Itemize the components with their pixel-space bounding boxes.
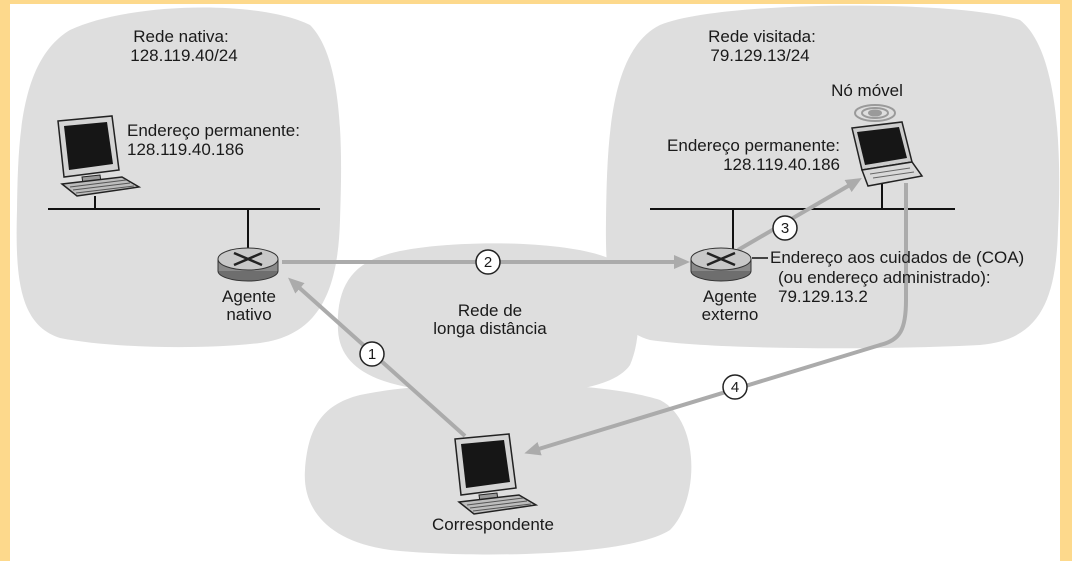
step-circle — [722, 374, 748, 400]
step-marker-1: 1 — [359, 341, 385, 367]
wide-area-network-cloud — [337, 243, 639, 395]
home-network-name: Rede nativa: — [133, 27, 228, 46]
router-icon — [217, 247, 279, 282]
laptop-icon — [851, 121, 924, 187]
foreign-agent-label-line1: Agente — [703, 287, 757, 306]
home-host-address: 128.119.40.186 — [127, 140, 244, 159]
step-circle — [475, 249, 501, 275]
router-cross-arrows — [233, 251, 263, 267]
mobile-node-address: 128.119.40.186 — [723, 155, 840, 174]
step-marker-2: 2 — [475, 249, 501, 275]
foreign-agent-label-line2: externo — [702, 305, 759, 324]
visited-network-prefix: 79.129.13/24 — [710, 46, 809, 65]
router-icon — [690, 247, 752, 282]
step-number: 1 — [368, 346, 376, 363]
signal-wave-outer — [854, 104, 896, 122]
laptop-keys — [869, 167, 915, 179]
laptop-screen — [857, 127, 907, 165]
monitor-screen — [64, 122, 113, 170]
signal-wave-inner — [868, 109, 882, 117]
step-circle — [359, 341, 385, 367]
wan-label-line1: Rede de — [458, 301, 522, 320]
home-network-prefix: 128.119.40/24 — [130, 46, 237, 65]
wireless-signal-icon — [854, 104, 896, 122]
home-agent-label-line2: nativo — [226, 305, 271, 324]
wan-label-line2: longa distância — [433, 319, 547, 338]
step-number: 3 — [781, 220, 789, 237]
step-marker-4: 4 — [722, 374, 748, 400]
arrow-step-4 — [524, 183, 908, 456]
home-host-address-label: Endereço permanente: — [127, 121, 300, 140]
home-agent-label-line1: Agente — [222, 287, 276, 306]
coa-address: 79.129.13.2 — [778, 287, 868, 306]
keyboard-keys — [466, 497, 532, 512]
arrow-step-3 — [736, 177, 862, 252]
mobile-node-address-label: Endereço permanente: — [667, 136, 840, 155]
home-lan — [48, 196, 320, 249]
visited-network-name: Rede visitada: — [708, 27, 816, 46]
desktop-computer-icon — [454, 433, 539, 515]
router-cross-arrows — [706, 251, 736, 267]
coa-label-line2: (ou endereço administrado): — [778, 268, 991, 287]
keyboard-keys — [69, 179, 135, 194]
step-circle — [772, 215, 798, 241]
mobile-node-name: Nó móvel — [831, 81, 903, 100]
desktop-computer-icon — [57, 115, 142, 197]
step-number: 2 — [484, 254, 492, 271]
step-number: 4 — [731, 379, 739, 396]
signal-wave-middle — [861, 107, 889, 119]
step-marker-3: 3 — [772, 215, 798, 241]
coa-label-line1: Endereço aos cuidados de (COA) — [770, 248, 1024, 267]
monitor-screen — [461, 440, 510, 488]
correspondent-label: Correspondente — [432, 515, 554, 534]
